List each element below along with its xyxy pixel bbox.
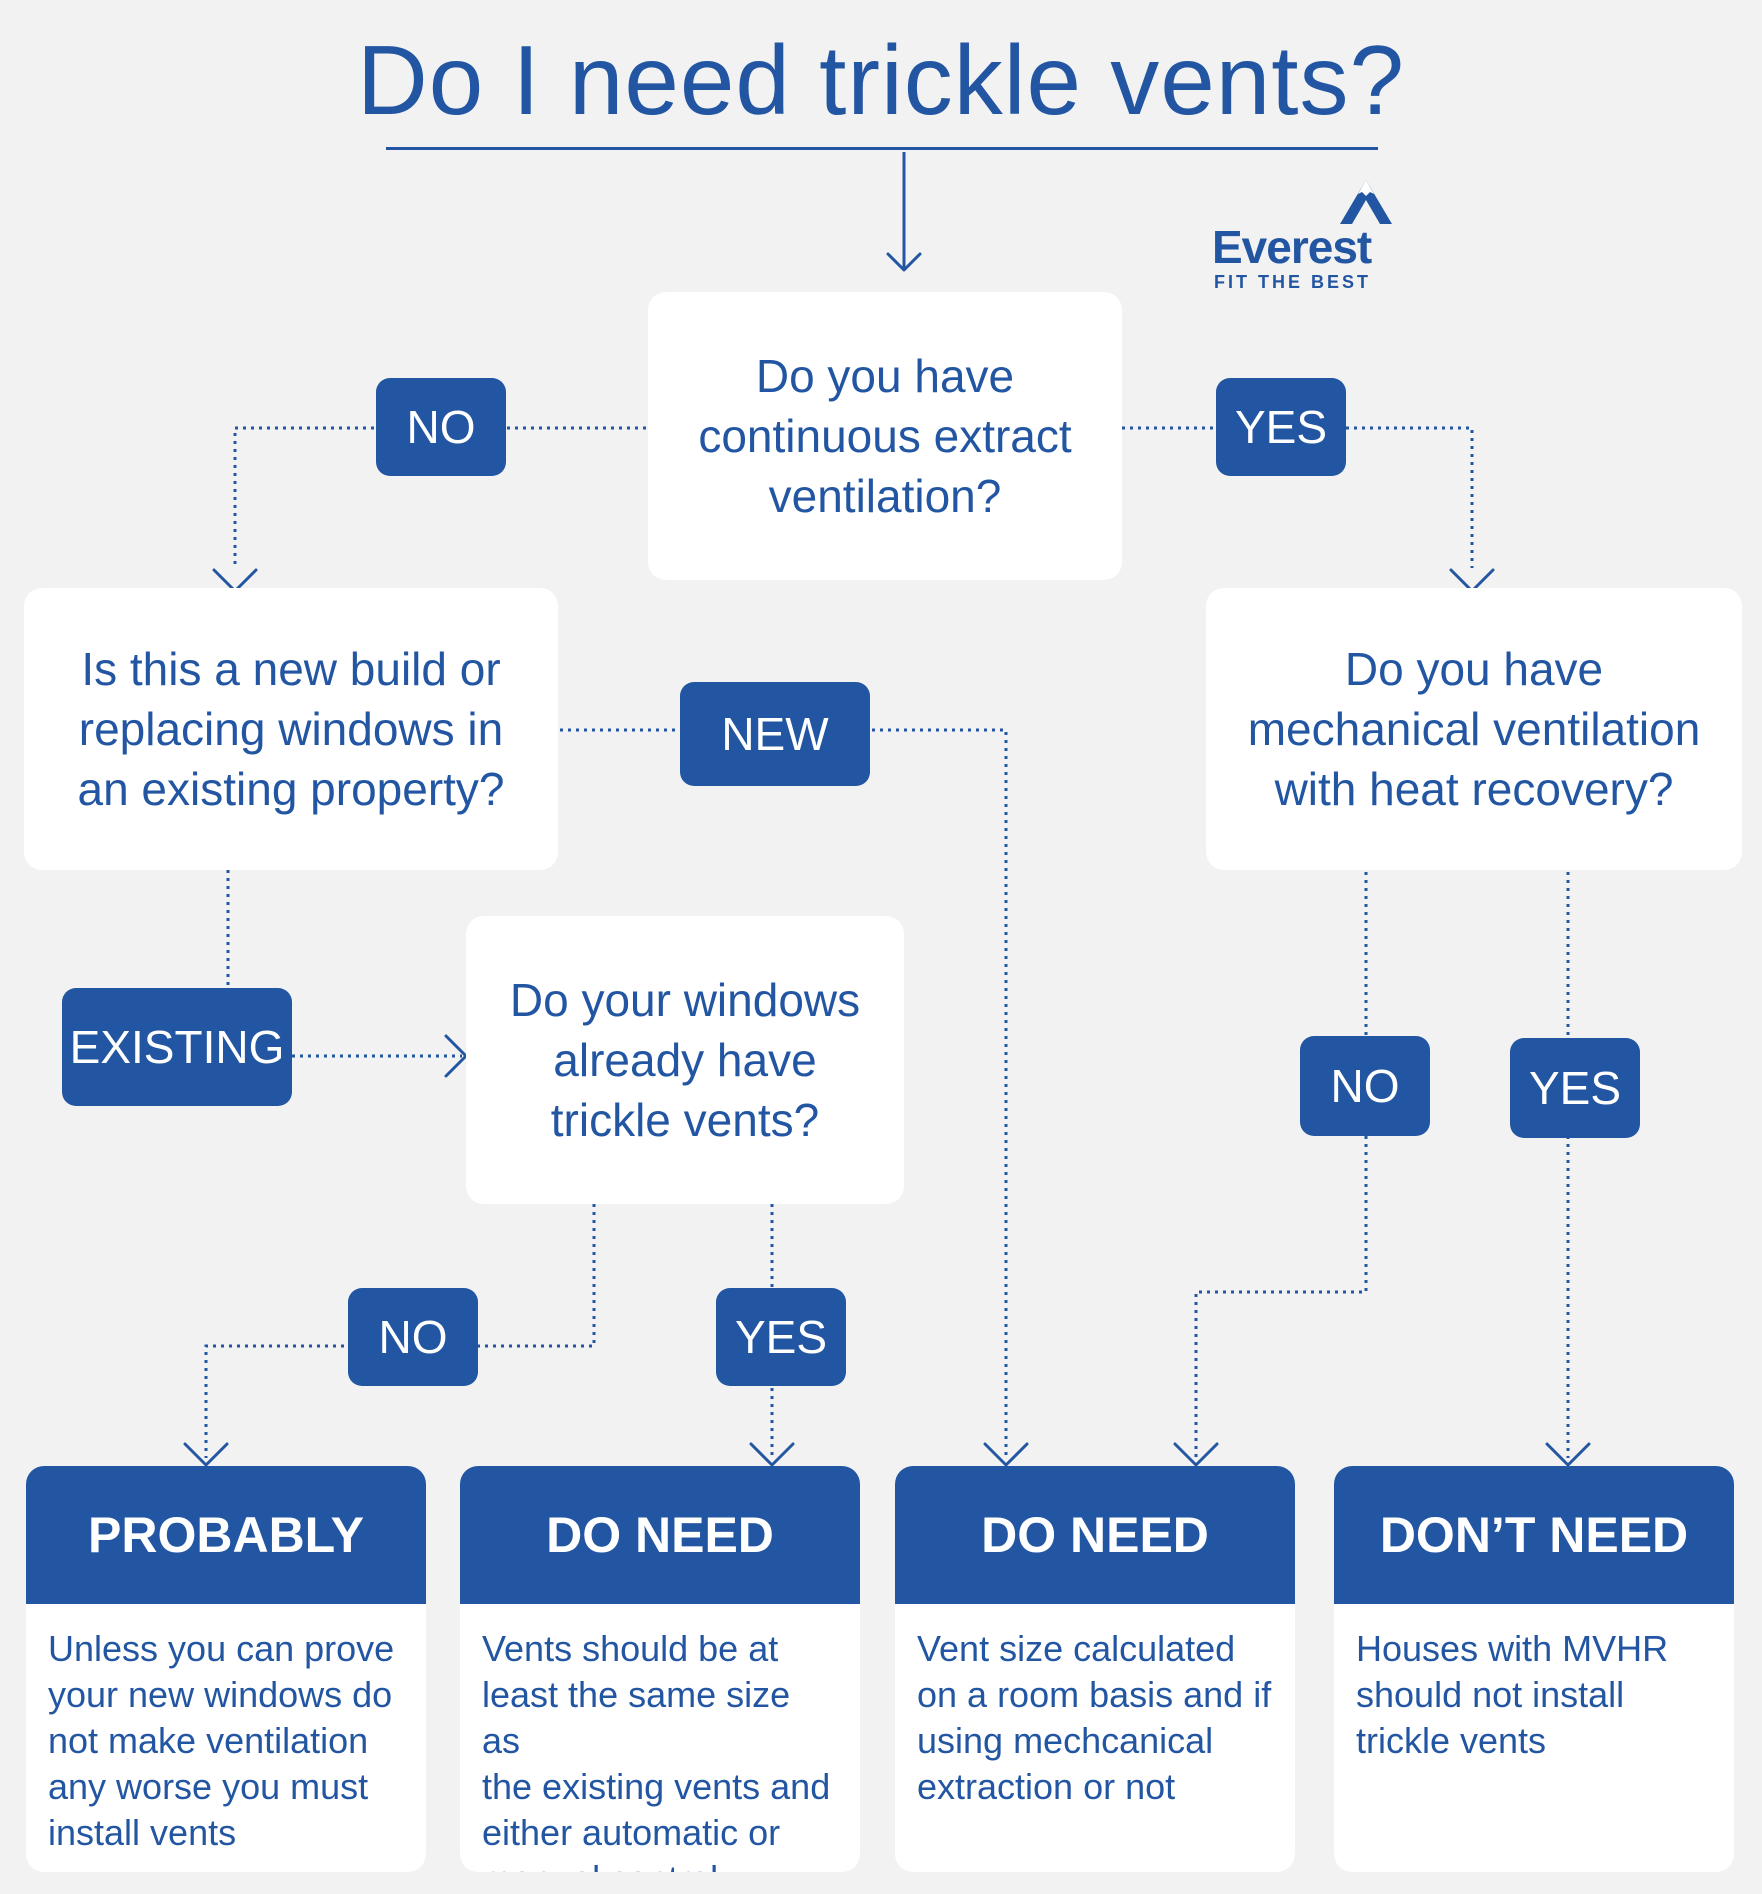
- mountain-icon: [1340, 180, 1392, 224]
- arrowhead-outcome3a: [983, 1442, 1029, 1467]
- question-mvhr: Do you have mechanical ventilation with …: [1206, 588, 1742, 870]
- logo-tagline: FIT THE BEST: [1214, 272, 1371, 292]
- connector-q1-no: [233, 426, 646, 568]
- answer-q2-new: NEW: [680, 682, 870, 786]
- question-existing-trickle-vents: Do your windows already have trickle ven…: [466, 916, 904, 1204]
- outcome-probably: PROBABLY Unless you can prove your new w…: [26, 1466, 426, 1872]
- answer-q1-yes: YES: [1216, 378, 1346, 476]
- arrowhead-q4: [444, 1034, 468, 1078]
- outcome-description: Vent size calculated on a room basis and…: [917, 1628, 1272, 1807]
- outcome-description: Vents should be at least the same size a…: [482, 1628, 831, 1872]
- outcome-description: Unless you can prove your new windows do…: [48, 1628, 395, 1853]
- answer-q4-yes: YES: [716, 1288, 846, 1386]
- outcome-description: Houses with MVHR should not install tric…: [1356, 1628, 1669, 1761]
- answer-q3-yes: YES: [1510, 1038, 1640, 1138]
- arrowhead-outcome2: [749, 1442, 795, 1467]
- outcome-do-need-new: DO NEED Vent size calculated on a room b…: [895, 1466, 1295, 1872]
- title-arrowhead: [886, 252, 922, 272]
- everest-logo: Everest FIT THE BEST: [1198, 172, 1408, 292]
- connector-q3-no: [1194, 872, 1368, 1458]
- question-new-or-existing: Is this a new build or replacing windows…: [24, 588, 558, 870]
- logo-wordmark: Everest: [1212, 221, 1372, 273]
- answer-q4-no: NO: [348, 1288, 478, 1386]
- answer-q2-existing: EXISTING: [62, 988, 292, 1106]
- answer-q3-no: NO: [1300, 1036, 1430, 1136]
- outcome-do-need-existing: DO NEED Vents should be at least the sam…: [460, 1466, 860, 1872]
- outcome-heading: DO NEED: [895, 1466, 1295, 1604]
- arrowhead-outcome1: [183, 1442, 229, 1467]
- title-underline: [386, 147, 1378, 150]
- page-title: Do I need trickle vents?: [356, 25, 1406, 135]
- outcome-heading: PROBABLY: [26, 1466, 426, 1604]
- question-continuous-extract: Do you have continuous extract ventilati…: [648, 292, 1122, 580]
- answer-q1-no: NO: [376, 378, 506, 476]
- arrowhead-outcome4: [1545, 1442, 1591, 1467]
- arrowhead-outcome3b: [1173, 1442, 1219, 1467]
- outcome-heading: DON’T NEED: [1334, 1466, 1734, 1604]
- outcome-heading: DO NEED: [460, 1466, 860, 1604]
- outcome-dont-need: DON’T NEED Houses with MVHR should not i…: [1334, 1466, 1734, 1872]
